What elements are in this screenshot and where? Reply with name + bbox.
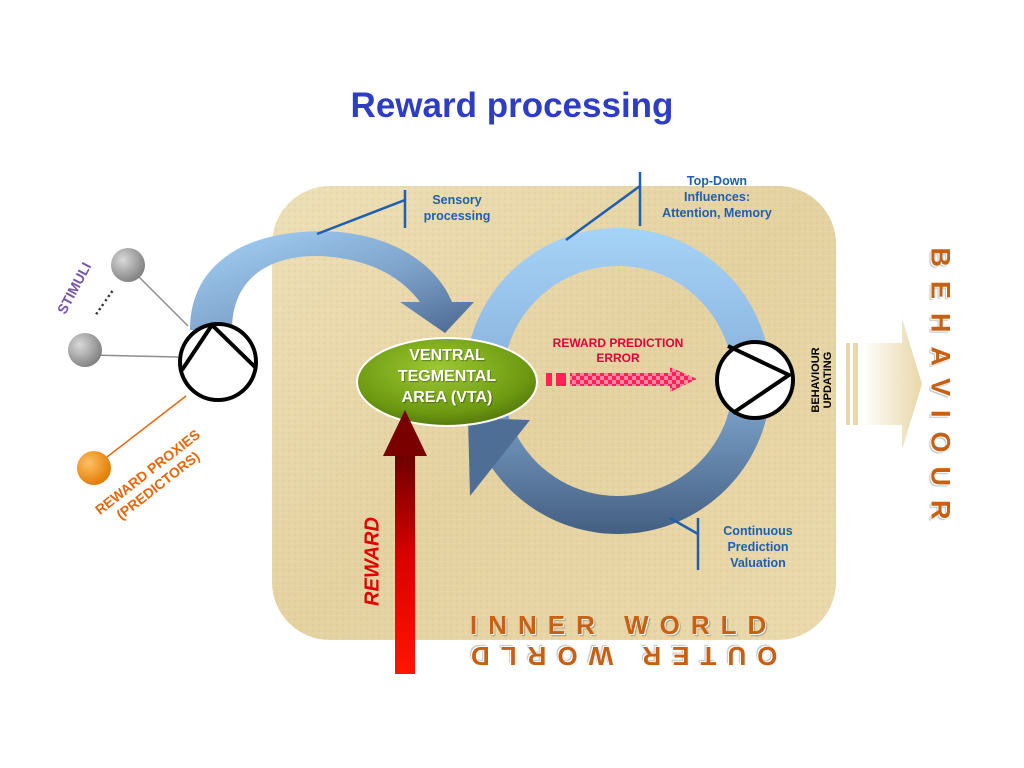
vta-ellipse xyxy=(356,337,538,427)
annotation-lines xyxy=(316,172,700,570)
inner-world-label: INNER WORLD xyxy=(470,610,778,640)
input-neuron-node xyxy=(178,321,258,402)
stimuli-connections xyxy=(91,269,189,358)
outer-world-label: OUTER WORLD xyxy=(460,641,778,671)
reward-label: REWARD xyxy=(361,517,384,606)
behaviour-label: BEHAVIOUR xyxy=(925,247,956,534)
stimulus-circle-top xyxy=(111,248,145,282)
sensory-processing-label: Sensory processing xyxy=(423,193,491,223)
vta-label: VENTRAL TEGMENTAL AREA (VTA) xyxy=(397,347,497,406)
slide-title: Reward processing xyxy=(350,86,674,125)
reward-prediction-error-label: REWARD PREDICTION ERROR xyxy=(552,336,684,365)
stimulus-circle-bottom xyxy=(68,333,102,367)
behaviour-updating-label: BEHAVIOUR UPDATING xyxy=(810,347,834,413)
continuous-prediction-label: Continuous Prediction Valuation xyxy=(723,524,793,570)
loop-arrowhead xyxy=(468,418,530,496)
behaviour-arrow xyxy=(846,318,922,450)
output-neuron-node xyxy=(715,340,795,420)
sensory-processing-arrow xyxy=(190,231,474,333)
reward-arrow xyxy=(383,410,427,674)
reward-prediction-error-arrow xyxy=(546,367,697,392)
top-down-influences-label: Top-Down Influences: Attention, Memory xyxy=(662,174,772,220)
proxy-connection xyxy=(93,395,187,468)
reward-proxy-circle xyxy=(77,451,111,485)
